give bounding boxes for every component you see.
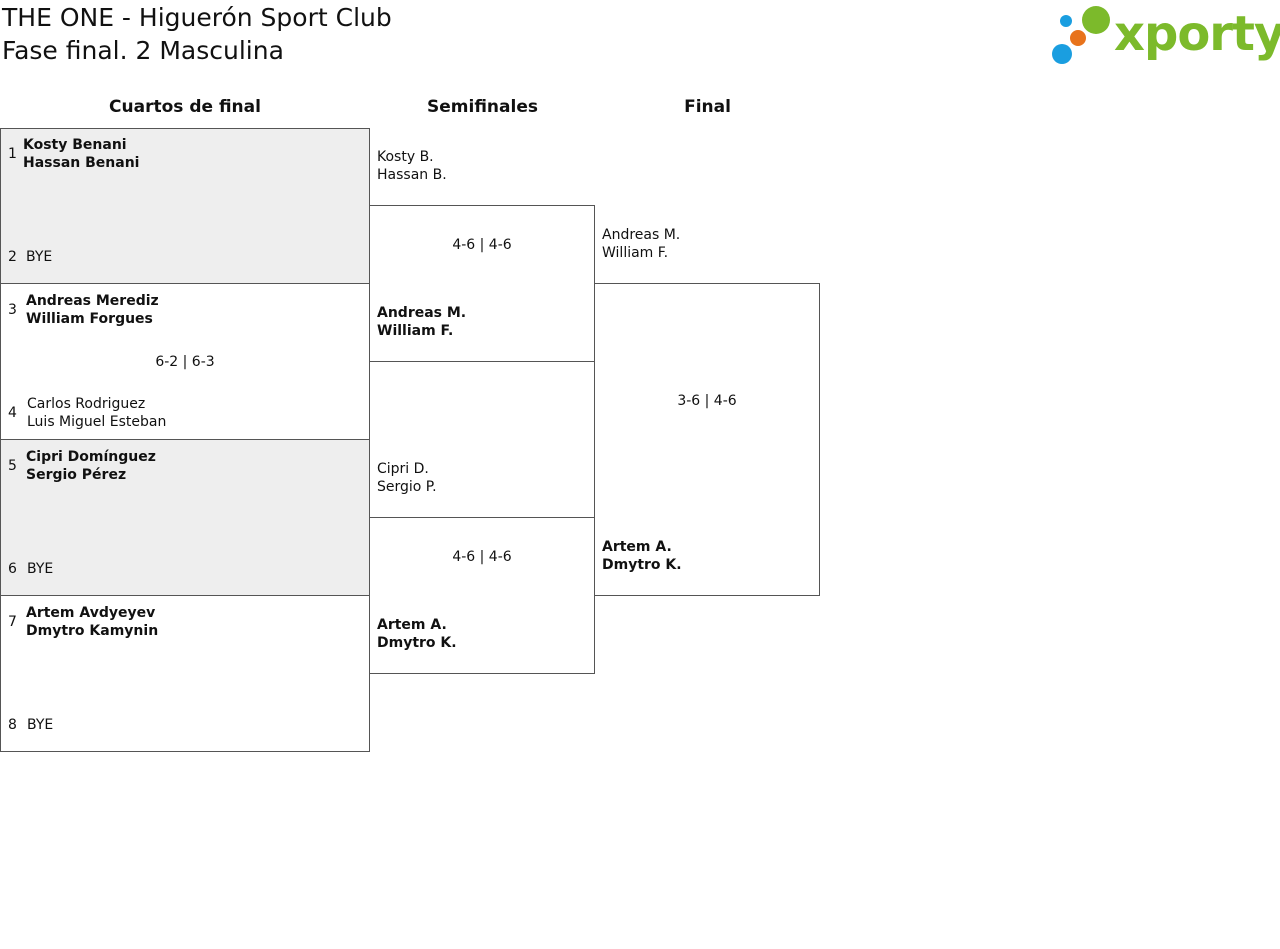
team-player-1: Andreas M. xyxy=(602,227,681,243)
team-player-2: Luis Miguel Esteban xyxy=(27,414,167,430)
team-player-2: William F. xyxy=(602,245,669,261)
page-subtitle: Fase final. 2 Masculina xyxy=(2,36,284,65)
logo-small-blue-dot xyxy=(1060,15,1072,27)
logo-text: xporty xyxy=(1114,6,1280,62)
team-bye: BYE xyxy=(27,717,54,733)
team-player-1: Artem A. xyxy=(602,539,672,555)
seed-number: 5 xyxy=(8,458,17,474)
round-title-final: Final xyxy=(684,97,731,117)
team-player-2: Hassan Benani xyxy=(23,155,140,171)
team-player-1: Kosty B. xyxy=(377,149,434,165)
team-player-2: Dmytro Kamynin xyxy=(26,623,159,639)
team-player-2: Dmytro K. xyxy=(602,557,682,573)
seed-number: 3 xyxy=(8,302,17,318)
logo-orange-dot xyxy=(1070,30,1086,46)
seed-number: 4 xyxy=(8,405,17,421)
team-player-2: Dmytro K. xyxy=(377,635,457,651)
final-match xyxy=(594,283,820,596)
team-player-2: Hassan B. xyxy=(377,167,447,183)
logo-blue-dot xyxy=(1052,44,1072,64)
team-player-1: Carlos Rodriguez xyxy=(27,396,146,412)
quarterfinal-match-1 xyxy=(0,128,370,284)
round-title-semifinals: Semifinales xyxy=(427,97,538,117)
team-player-1: Andreas Merediz xyxy=(26,293,159,309)
seed-number: 6 xyxy=(8,561,17,577)
logo-green-dot xyxy=(1082,6,1110,34)
seed-number: 1 xyxy=(8,146,17,162)
team-player-1: Kosty Benani xyxy=(23,137,127,153)
team-bye: BYE xyxy=(27,561,54,577)
match-score: 4-6 | 4-6 xyxy=(452,549,512,565)
seed-number: 8 xyxy=(8,717,17,733)
team-player-1: Andreas M. xyxy=(377,305,467,321)
team-player-1: Cipri Domínguez xyxy=(26,449,156,465)
match-score: 4-6 | 4-6 xyxy=(452,237,512,253)
team-player-2: Sergio Pérez xyxy=(26,467,127,483)
team-player-2: William F. xyxy=(377,323,454,339)
page-title: THE ONE - Higuerón Sport Club xyxy=(2,3,392,32)
quarterfinal-match-3 xyxy=(0,439,370,596)
team-player-1: Cipri D. xyxy=(377,461,429,477)
team-player-2: Sergio P. xyxy=(377,479,437,495)
team-player-1: Artem Avdyeyev xyxy=(26,605,156,621)
team-player-1: Artem A. xyxy=(377,617,447,633)
match-score: 3-6 | 4-6 xyxy=(677,393,737,409)
xporty-logo: xporty xyxy=(1050,4,1280,66)
seed-number: 2 xyxy=(8,249,17,265)
match-score: 6-2 | 6-3 xyxy=(155,354,215,370)
seed-number: 7 xyxy=(8,614,17,630)
team-bye: BYE xyxy=(26,249,53,265)
round-title-quarterfinals: Cuartos de final xyxy=(109,97,261,117)
team-player-2: William Forgues xyxy=(26,311,153,327)
